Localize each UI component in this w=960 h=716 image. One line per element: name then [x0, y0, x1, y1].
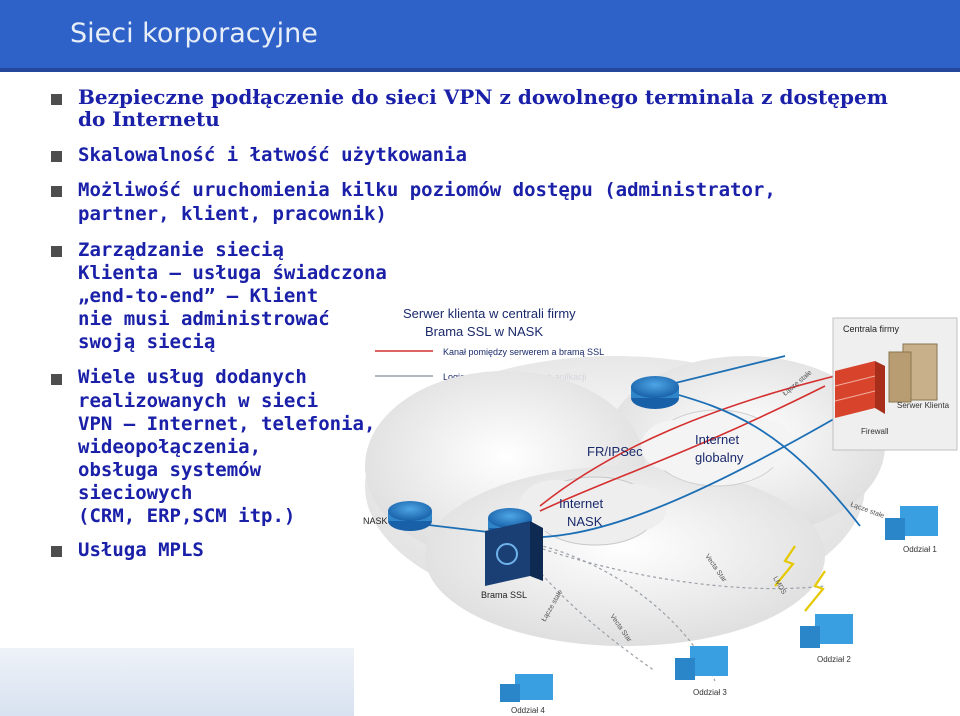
- bullet-4-line-2: Klienta – usługa świadczona: [78, 262, 387, 284]
- fr-ipsec-label: FR/IPSec: [587, 444, 643, 459]
- slide-title: Sieci korporacyjne: [70, 18, 318, 49]
- bullet-marker: [51, 246, 62, 257]
- brama-ssl-label: Brama SSL: [481, 590, 527, 600]
- bullet-5-line-3: VPN – Internet, telefonia,: [78, 413, 376, 435]
- title-bar: Sieci korporacyjne: [0, 0, 960, 72]
- bullet-marker: [51, 546, 62, 557]
- oddzial-3-label: Oddział 3: [693, 688, 727, 697]
- centrala-label: Centrala firmy: [843, 324, 900, 334]
- router-icon: [388, 501, 432, 531]
- nask-label: NASK: [363, 516, 388, 526]
- internet-nask-line1: Internet: [559, 496, 603, 511]
- footer-band: [0, 648, 354, 716]
- branch-building-icon: [675, 646, 728, 680]
- bullet-5-line-2: realizowanych w sieci: [78, 390, 319, 412]
- bullet-4-line-3: „end-to-end” – Klient: [78, 285, 319, 307]
- bullet-5-line-7: (CRM, ERP,SCM itp.): [78, 505, 296, 527]
- ssl-gateway-icon: [485, 521, 543, 586]
- bullet-4-line-4: nie musi administrować: [78, 308, 330, 330]
- bullet-6-line-1: Usługa MPLS: [78, 539, 204, 561]
- legend-title-1: Serwer klienta w centrali firmy: [403, 306, 576, 321]
- firewall-label: Firewall: [861, 427, 889, 436]
- oddzial-2-label: Oddział 2: [817, 655, 851, 664]
- bullet-3-line-2: partner, klient, pracownik): [78, 203, 387, 225]
- internet-globalny-line1: Internet: [695, 432, 739, 447]
- bullet-5-line-4: wideopołączenia,: [78, 436, 262, 458]
- branch-building-icon: [800, 614, 853, 648]
- internet-nask-line2: NASK: [567, 514, 603, 529]
- legend-title-2: Brama SSL w NASK: [425, 324, 543, 339]
- network-diagram: Serwer klienta w centrali firmy Brama SS…: [363, 306, 958, 715]
- bullet-5-line-6: sieciowych: [78, 482, 193, 504]
- bullet-4-line-5: swoją siecią: [78, 331, 216, 353]
- bullet-marker: [51, 186, 62, 197]
- router-icon: [631, 376, 679, 409]
- cloud-internet-globalny: [641, 409, 793, 487]
- branch-building-icon: [500, 674, 553, 702]
- oddzial-1-label: Oddział 1: [903, 545, 937, 554]
- bullet-5-line-5: obsługa systemów: [78, 459, 262, 481]
- bullet-3-line-1: Możliwość uruchomienia kilku poziomów do…: [78, 179, 776, 201]
- bullet-marker: [51, 374, 62, 385]
- radio-links: [774, 545, 826, 612]
- firewall-icon: [834, 361, 885, 418]
- bullet-marker: [51, 94, 62, 105]
- server-icon: [888, 343, 938, 403]
- bullet-5-line-1: Wiele usług dodanych: [78, 366, 307, 388]
- branch-building-icon: [885, 506, 938, 540]
- oddzial-4-label: Oddział 4: [511, 706, 545, 715]
- bullet-1-line-2: do Internetu: [78, 107, 220, 131]
- legend-red-text: Kanał pomiędzy serwerem a bramą SSL: [443, 347, 604, 357]
- bullet-1-line-1: Bezpieczne podłączenie do sieci VPN z do…: [78, 85, 888, 109]
- bullet-2-line-1: Skalowalność i łatwość użytkowania: [78, 144, 467, 166]
- serwer-klienta-label: Serwer Klienta: [897, 401, 950, 410]
- cloud-internet-nask: [519, 476, 667, 546]
- bullet-marker: [51, 151, 62, 162]
- internet-globalny-line2: globalny: [695, 450, 744, 465]
- red-channel-links: [539, 375, 836, 512]
- bullet-4-line-1: Zarządzanie siecią: [78, 239, 284, 261]
